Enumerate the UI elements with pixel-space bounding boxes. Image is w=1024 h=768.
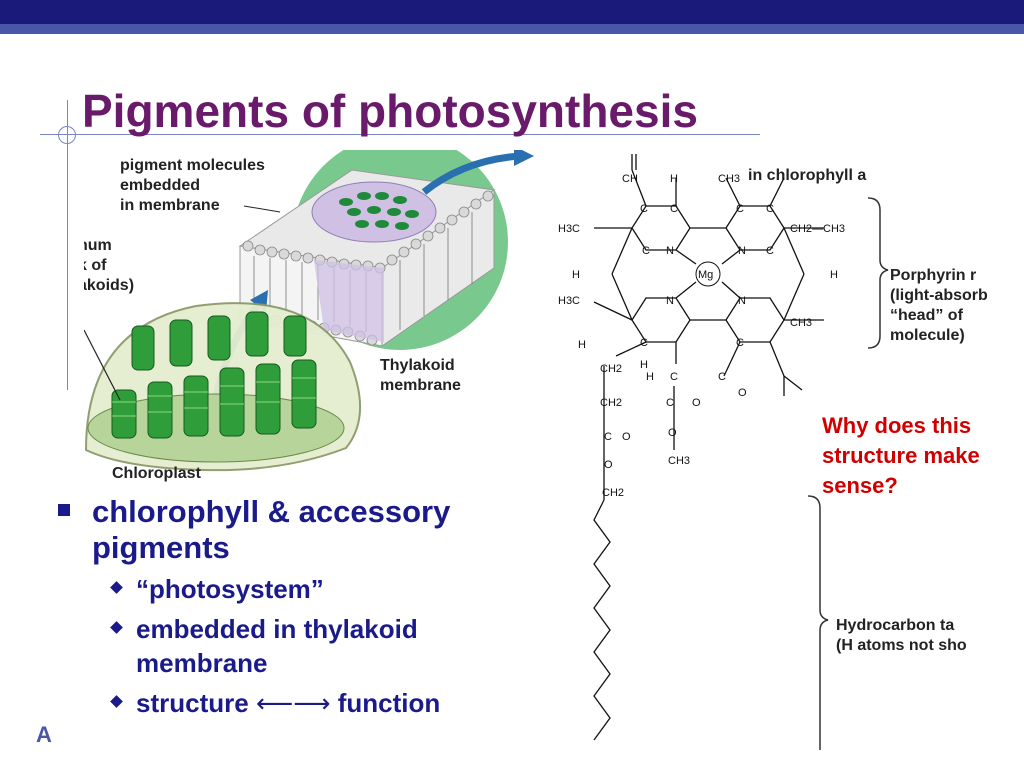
diamond-bullet-icon bbox=[110, 695, 123, 708]
label-porphyrin-4: molecule) bbox=[890, 327, 965, 344]
svg-text:CH2: CH2 bbox=[600, 397, 622, 409]
hydrocarbon-tail-chain bbox=[593, 499, 611, 741]
sub-bullet-embedded-text: embedded in thylakoid membrane bbox=[136, 614, 418, 678]
footer-mark: A bbox=[36, 722, 52, 747]
svg-text:H: H bbox=[670, 173, 678, 185]
top-banner bbox=[0, 0, 1024, 24]
svg-text:C: C bbox=[718, 371, 726, 383]
svg-text:CH2: CH2 bbox=[600, 363, 622, 375]
svg-text:C: C bbox=[736, 203, 744, 215]
svg-text:H3C: H3C bbox=[558, 223, 580, 235]
bullet-chlorophyll-text: chlorophyll & accessory pigments bbox=[92, 494, 451, 565]
label-stack-1: num bbox=[84, 237, 112, 254]
label-thylakoid-1: Thylakoid bbox=[380, 357, 455, 374]
zoom-arrow-to-molecule bbox=[421, 152, 521, 195]
svg-text:C: C bbox=[640, 337, 648, 349]
svg-text:CH2: CH2 bbox=[602, 487, 624, 499]
svg-text:O: O bbox=[604, 459, 613, 471]
chloroplast-illustration bbox=[84, 302, 361, 472]
label-pigment-molecules-1: pigment molecules bbox=[120, 157, 265, 174]
svg-text:H: H bbox=[830, 269, 838, 281]
svg-text:O: O bbox=[668, 427, 677, 439]
label-stack-2: k of bbox=[84, 257, 107, 274]
label-chloroplast: Chloroplast bbox=[112, 465, 202, 482]
svg-text:Mg: Mg bbox=[698, 269, 713, 281]
label-stack-3: akoids) bbox=[84, 277, 134, 294]
slide-title: Pigments of photosynthesis bbox=[82, 85, 698, 137]
sub-bullet-structure-text: structure bbox=[136, 688, 256, 718]
sub-bullet-embedded: embedded in thylakoid membrane bbox=[56, 612, 536, 680]
decorative-crosshair-icon bbox=[58, 126, 76, 144]
svg-text:N: N bbox=[666, 295, 674, 307]
svg-text:CH2—CH3: CH2—CH3 bbox=[790, 223, 845, 235]
svg-text:N: N bbox=[738, 245, 746, 257]
label-pigment-molecules-3: in membrane bbox=[120, 197, 220, 214]
top-banner-stripe bbox=[0, 24, 1024, 34]
label-porphyrin-1: Porphyrin r bbox=[890, 267, 976, 284]
discussion-question: Why does this structure make sense? bbox=[822, 413, 980, 498]
svg-text:C: C bbox=[670, 203, 678, 215]
porphyrin-ring-structure bbox=[593, 154, 824, 500]
sub-bullet-photosystem-text: “photosystem” bbox=[136, 574, 324, 604]
svg-text:O: O bbox=[622, 431, 631, 443]
chlorophyll-figure: pigment molecules embedded in membrane n… bbox=[84, 150, 1000, 750]
label-pigment-molecules-2: embedded bbox=[120, 177, 200, 194]
svg-text:H: H bbox=[572, 269, 580, 281]
svg-text:C: C bbox=[670, 371, 678, 383]
label-porphyrin-3: “head” of bbox=[890, 307, 964, 324]
svg-text:C: C bbox=[766, 203, 774, 215]
svg-text:N: N bbox=[738, 295, 746, 307]
svg-text:H3C: H3C bbox=[558, 295, 580, 307]
svg-text:H: H bbox=[646, 371, 654, 383]
bullet-chlorophyll: chlorophyll & accessory pigments bbox=[56, 494, 536, 566]
svg-text:C: C bbox=[640, 203, 648, 215]
sub-bullet-function-text: function bbox=[330, 688, 441, 718]
svg-text:C: C bbox=[604, 431, 612, 443]
decorative-vertical-line bbox=[67, 100, 68, 390]
svg-text:N: N bbox=[666, 245, 674, 257]
svg-text:C: C bbox=[666, 397, 674, 409]
chlorophyll-figure-svg: pigment molecules embedded in membrane n… bbox=[84, 150, 988, 750]
diamond-bullet-icon bbox=[110, 581, 123, 594]
label-hydrocarbon-2: (H atoms not sho bbox=[836, 637, 967, 654]
sub-bullet-structure-function: structure ⟵⟶ function bbox=[56, 686, 536, 721]
sub-bullet-photosystem: “photosystem” bbox=[56, 572, 536, 606]
label-porphyrin-2: (light-absorb bbox=[890, 287, 988, 304]
label-chlorophyll-a: in chlorophyll a bbox=[748, 167, 866, 184]
diamond-bullet-icon bbox=[110, 621, 123, 634]
bullet-list: chlorophyll & accessory pigments “photos… bbox=[56, 494, 536, 721]
label-thylakoid-2: membrane bbox=[380, 377, 461, 394]
svg-text:C: C bbox=[766, 245, 774, 257]
svg-text:C: C bbox=[642, 245, 650, 257]
svg-text:O: O bbox=[738, 387, 747, 399]
square-bullet-icon bbox=[58, 504, 70, 516]
svg-text:CH3: CH3 bbox=[790, 317, 812, 329]
svg-text:CH3: CH3 bbox=[668, 455, 690, 467]
svg-text:CH3: CH3 bbox=[718, 173, 740, 185]
svg-text:H: H bbox=[578, 339, 586, 351]
svg-text:C: C bbox=[736, 337, 744, 349]
decorative-horizontal-line bbox=[40, 134, 760, 135]
svg-text:O: O bbox=[692, 397, 701, 409]
label-hydrocarbon-1: Hydrocarbon ta bbox=[836, 617, 954, 634]
svg-text:CH: CH bbox=[622, 173, 638, 185]
double-arrow-icon: ⟵⟶ bbox=[255, 689, 331, 719]
chem-atom-labels: CH H CH3 H3C CH2—CH3 C C C C C N N C H H… bbox=[558, 173, 845, 499]
svg-text:H: H bbox=[640, 359, 648, 371]
